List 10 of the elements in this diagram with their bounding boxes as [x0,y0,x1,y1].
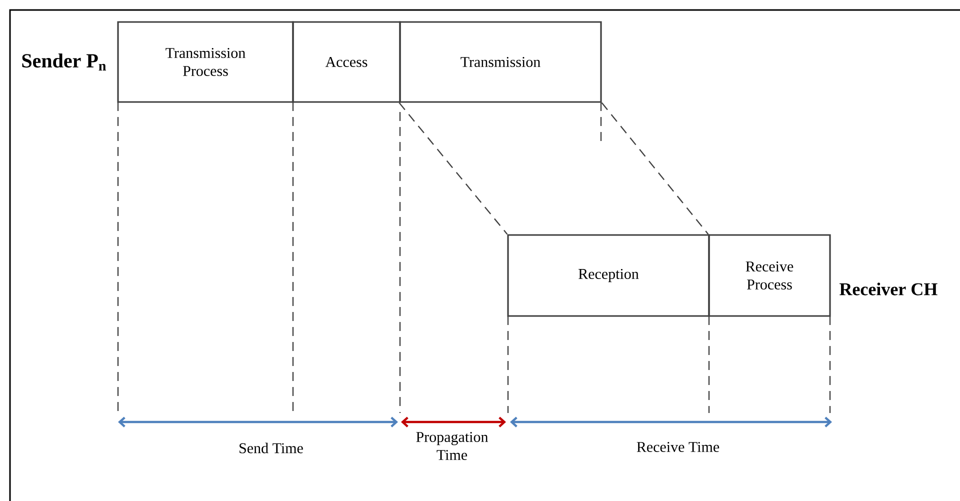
axis-label: Receive Time [636,442,720,452]
dashed-connector [398,102,508,235]
axis-label: Send Time [240,442,303,454]
axis-label: Propagation Time [416,432,488,460]
process-box: Access [292,21,401,103]
process-box: Receive Process [708,234,831,317]
process-box: Reception [507,234,710,317]
process-box: Transmission [399,21,602,103]
process-box: Transmission Process [117,21,294,103]
dashed-connector [601,102,709,235]
